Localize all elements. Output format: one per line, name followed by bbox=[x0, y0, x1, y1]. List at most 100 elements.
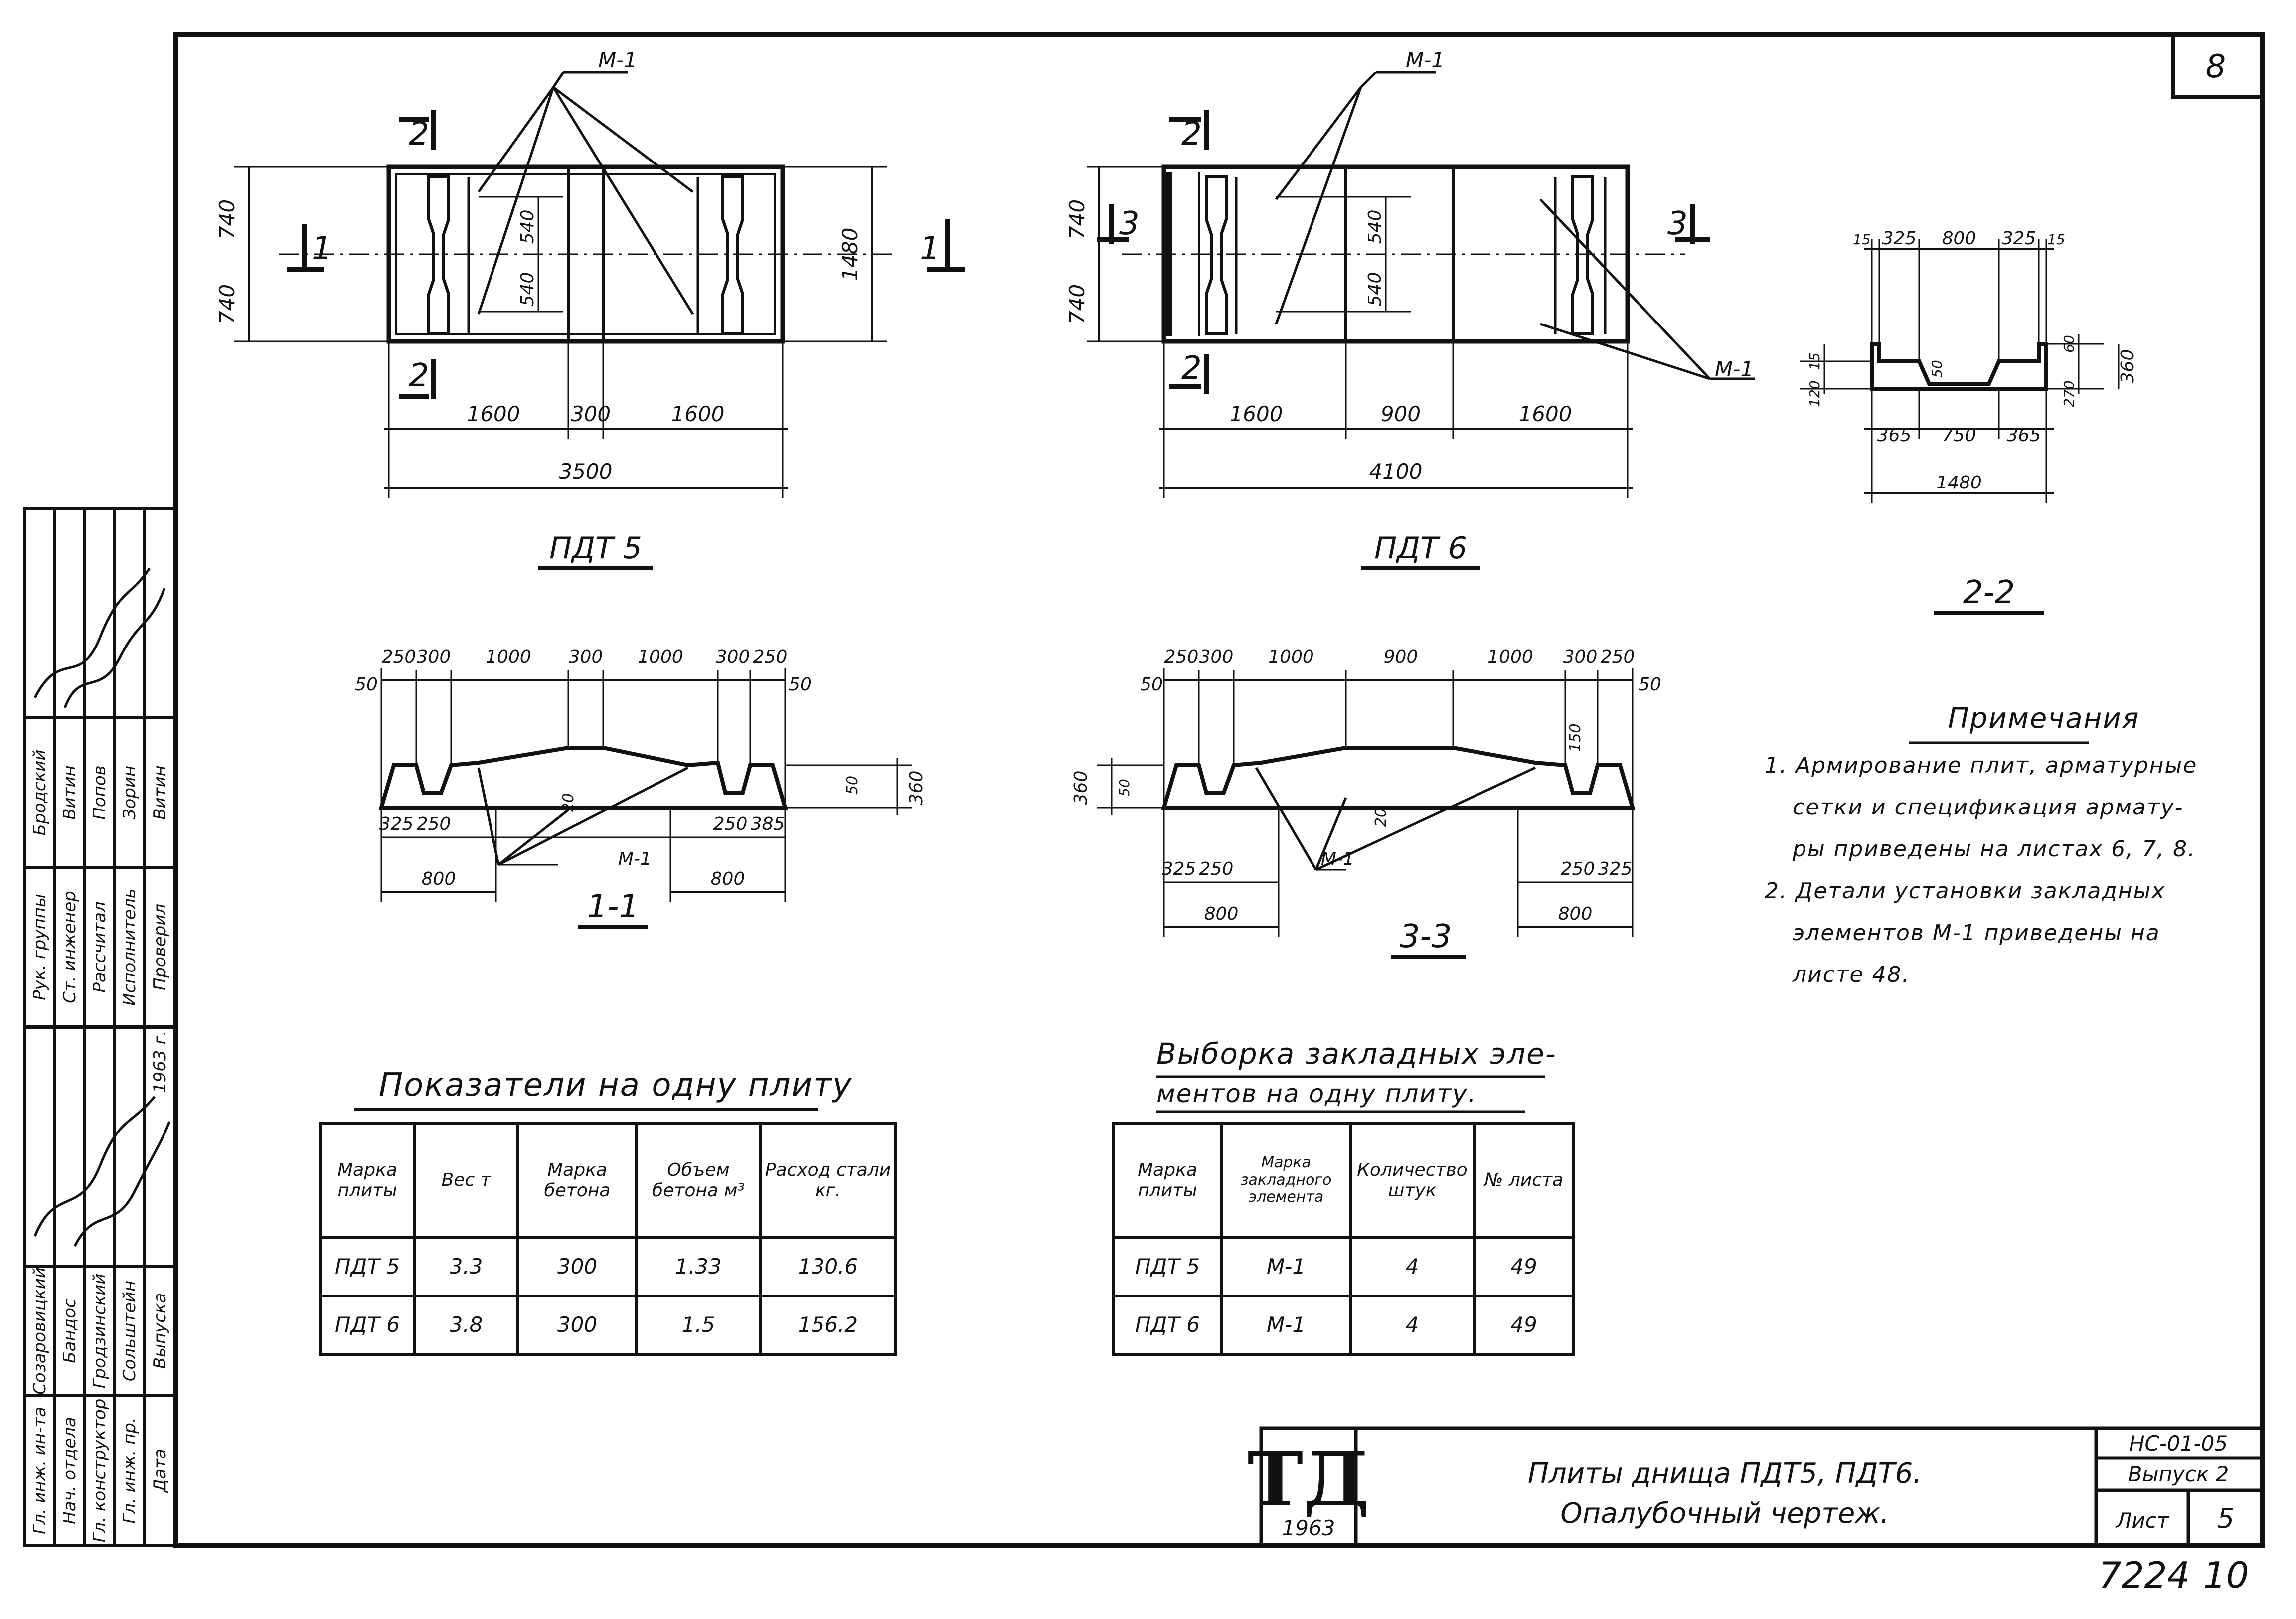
s11-height: 360 bbox=[906, 771, 927, 805]
stamp-role-2: Гл. конструктор bbox=[90, 1398, 110, 1543]
t2-r1-c0: ПДТ 6 bbox=[1112, 1295, 1223, 1356]
signature-stamp bbox=[23, 507, 177, 1547]
s11-b20: 800 bbox=[422, 869, 456, 889]
pdt5-overall-length: 3500 bbox=[559, 459, 613, 484]
s33-side-l: 50 bbox=[1140, 674, 1163, 695]
table-row: ПДТ 6 М-1 4 49 bbox=[1112, 1295, 1575, 1356]
s22-inner: 50 bbox=[1929, 360, 1945, 378]
s11-side-r: 50 bbox=[789, 674, 812, 695]
pdt6-sec2-top: 2 bbox=[1181, 116, 1202, 153]
t1-r1-c3: 1.5 bbox=[635, 1295, 762, 1356]
corner-box bbox=[2171, 35, 2262, 99]
s11-title: 1-1 bbox=[587, 888, 640, 925]
s22-left-1: 15 bbox=[1806, 352, 1823, 370]
s22-dim-t3: 325 bbox=[2002, 228, 2036, 249]
note-line-6: листе 48. bbox=[1793, 962, 1910, 987]
stamp-role2-2: Рассчитал bbox=[90, 901, 110, 993]
s22-overall: 1480 bbox=[1936, 473, 1982, 493]
t1-h1: Вес т bbox=[413, 1122, 519, 1239]
note-line-3: ры приведены на листах 6, 7, 8. bbox=[1793, 836, 2196, 862]
s22-left-0: 120 bbox=[1806, 380, 1823, 407]
t2-r1-c3: 49 bbox=[1473, 1295, 1575, 1356]
t1-h2: Марка бетона bbox=[516, 1122, 638, 1239]
pdt5-sec2-top: 2 bbox=[409, 116, 429, 153]
stamp-name2-4: Витин bbox=[150, 765, 170, 820]
s33-b3: 325 bbox=[1598, 859, 1633, 879]
s33-t2: 1000 bbox=[1268, 647, 1314, 667]
plan-pdt6 bbox=[1087, 71, 1755, 570]
s33-b21: 800 bbox=[1558, 904, 1593, 924]
pdt5-dim-v1: 740 bbox=[215, 284, 239, 324]
t2-h2: Количество штук bbox=[1349, 1122, 1476, 1239]
doc-issue: Выпуск 2 bbox=[2128, 1462, 2229, 1486]
s33-t5: 300 bbox=[1563, 647, 1598, 667]
stamp-role-0: Гл. инж. ин-та bbox=[30, 1406, 50, 1535]
sheet-number: 5 bbox=[2217, 1503, 2234, 1534]
pdt5-dim-i1: 540 bbox=[517, 272, 538, 307]
s22-dim-t2: 800 bbox=[1942, 228, 1976, 249]
section-3-3 bbox=[1097, 668, 1636, 959]
s11-b21: 800 bbox=[711, 869, 745, 889]
s22-dim-t1: 325 bbox=[1882, 228, 1917, 249]
stamp-name-2: Гродзинский bbox=[90, 1273, 110, 1389]
s11-t5: 300 bbox=[716, 647, 750, 667]
t1-h4: Расход стали кг. bbox=[759, 1122, 897, 1239]
table-row: ПДТ 5 3.3 300 1.33 130.6 bbox=[319, 1236, 897, 1297]
t2-r0-c2: 4 bbox=[1349, 1236, 1476, 1297]
t1-r0-c2: 300 bbox=[516, 1236, 638, 1297]
t2-h3: № листа bbox=[1473, 1122, 1575, 1239]
s33-t1: 300 bbox=[1199, 647, 1234, 667]
table1-title: Показатели на одну плиту bbox=[379, 1067, 853, 1104]
t2-r1-c1: М-1 bbox=[1220, 1295, 1352, 1356]
pdt6-sec2-bot: 2 bbox=[1181, 350, 1202, 387]
pdt5-title: ПДТ 5 bbox=[549, 531, 642, 566]
t1-r0-c3: 1.33 bbox=[635, 1236, 762, 1297]
t2-r0-c1: М-1 bbox=[1220, 1236, 1352, 1297]
s11-b0: 325 bbox=[379, 814, 414, 834]
archive-number: 7224 bbox=[2099, 1554, 2190, 1596]
stamp-name2-3: Зорин bbox=[120, 765, 140, 820]
s33-t4: 1000 bbox=[1487, 647, 1533, 667]
pdt6-dim-v0: 740 bbox=[1065, 199, 1089, 239]
stamp-role-1: Нач. отдела bbox=[60, 1417, 80, 1524]
t1-r1-c2: 300 bbox=[516, 1295, 638, 1356]
table2-title-1: Выборка закладных эле- bbox=[1156, 1037, 1557, 1071]
pdt5-sec1-right: 1 bbox=[920, 230, 940, 267]
pdt5-dim-b2: 1600 bbox=[671, 402, 725, 426]
s33-mid: 20 bbox=[1372, 808, 1390, 827]
s33-t0: 250 bbox=[1164, 647, 1199, 667]
t2-r0-c3: 49 bbox=[1473, 1236, 1575, 1297]
section-1-1 bbox=[378, 668, 912, 929]
t1-r0-c1: 3.3 bbox=[413, 1236, 519, 1297]
t1-r0-c0: ПДТ 5 bbox=[319, 1236, 416, 1297]
note-line-5: элементов М-1 приведены на bbox=[1793, 920, 2160, 946]
stamp-role-4: Дата bbox=[150, 1448, 170, 1493]
title-block bbox=[1259, 1426, 2264, 1547]
stamp-name-1: Бандос bbox=[60, 1298, 80, 1363]
stamp-role-3: Гл. инж. пр. bbox=[120, 1417, 140, 1524]
s11-t6: 250 bbox=[753, 647, 788, 667]
table-row: ПДТ 6 3.8 300 1.5 156.2 bbox=[319, 1295, 897, 1356]
s11-t3: 300 bbox=[569, 647, 603, 667]
stamp-role2-4: Проверил bbox=[150, 903, 170, 991]
s22-title: 2-2 bbox=[1963, 574, 2015, 611]
pdt6-embed-label: М-1 bbox=[1406, 48, 1445, 72]
notes-title: Примечания bbox=[1948, 702, 2140, 735]
pdt5-embed-label: М-1 bbox=[598, 48, 637, 72]
s11-b1: 250 bbox=[417, 814, 451, 834]
t2-r1-c2: 4 bbox=[1349, 1295, 1476, 1356]
s33-left-1: 50 bbox=[1116, 779, 1133, 797]
logo-text: ТД bbox=[1248, 1436, 1370, 1523]
note-line-1: 1. Армирование плит, арматурные bbox=[1765, 753, 2198, 778]
pdt5-sec2-bot: 2 bbox=[409, 357, 429, 394]
pdt6-dim-i1: 540 bbox=[1365, 272, 1385, 307]
s33-left-0: 360 bbox=[1071, 771, 1091, 805]
s22-dim-b1: 750 bbox=[1942, 425, 1976, 446]
note-line-2: сетки и спецификация армату- bbox=[1793, 795, 2184, 820]
s33-right-small: 150 bbox=[1567, 723, 1584, 752]
pdt6-embed-label-right: М-1 bbox=[1715, 357, 1754, 381]
logo-year: 1963 bbox=[1282, 1516, 1335, 1540]
s22-dim-t0: 15 bbox=[1853, 231, 1871, 248]
stamp-name2-0: Бродский bbox=[30, 749, 50, 836]
note-line-4: 2. Детали установки закладных bbox=[1765, 878, 2166, 904]
